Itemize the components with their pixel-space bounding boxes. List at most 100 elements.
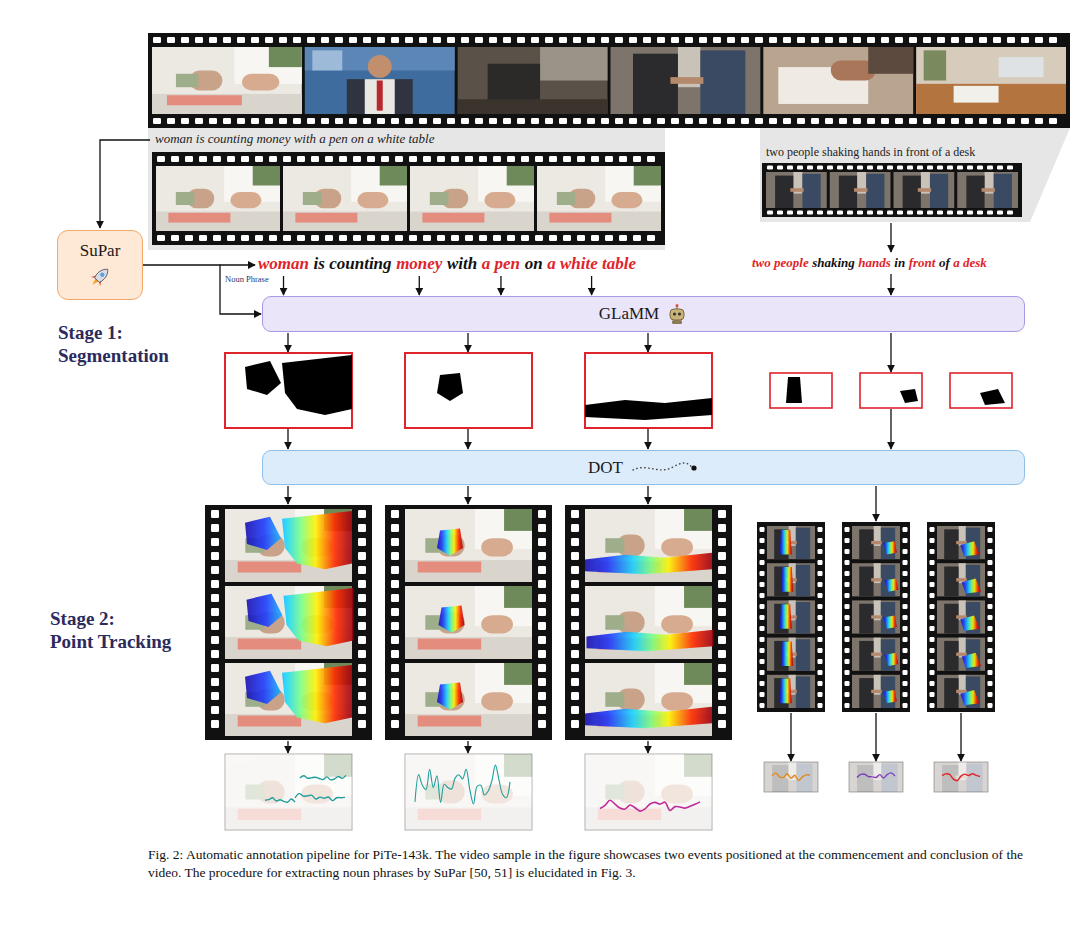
sprocket-hole	[957, 166, 963, 170]
sprocket-hole	[437, 235, 445, 241]
frame-content	[295, 213, 357, 223]
frame-content	[763, 47, 913, 114]
sprocket-hole	[845, 538, 850, 543]
frame-content	[670, 77, 703, 84]
sprocket-hole	[927, 166, 933, 170]
sprocket-hole	[211, 594, 219, 602]
sprocket-hole	[887, 166, 893, 170]
frame-content	[684, 663, 712, 685]
flow-arrow	[467, 429, 468, 449]
sprocket-hole	[538, 594, 546, 602]
sprocket-hole	[718, 692, 726, 700]
frame-content	[168, 213, 230, 223]
sprocket-hole	[845, 527, 850, 532]
tracked-points	[247, 588, 354, 646]
sprocket-hole	[391, 594, 399, 602]
sprocket-hole	[845, 615, 850, 620]
sprocket-hole	[845, 571, 850, 576]
sprocket-hole	[195, 118, 203, 124]
video-frame	[225, 754, 352, 830]
sprocket-hole	[930, 637, 935, 642]
sprocket-hole	[409, 156, 417, 162]
sprocket-hole	[718, 622, 726, 630]
sprocket-hole	[937, 37, 945, 43]
frame-content	[802, 174, 820, 208]
tracked-points	[585, 553, 712, 574]
frame-content	[242, 74, 279, 91]
sprocket-hole	[571, 678, 579, 686]
sprocket-hole	[237, 37, 245, 43]
flow-arrow	[890, 409, 891, 449]
video-frame	[957, 172, 1018, 208]
clip-band	[760, 128, 1070, 222]
sprocket-hole	[571, 538, 579, 546]
frame-content	[930, 174, 948, 208]
sprocket-hole	[211, 580, 219, 588]
sprocket-hole	[897, 166, 903, 170]
sprocket-hole	[818, 593, 823, 598]
frame-content	[283, 212, 407, 232]
sprocket-hole	[930, 527, 935, 532]
frame-content	[422, 213, 484, 223]
sprocket-hole	[827, 166, 833, 170]
video-frame	[405, 754, 532, 830]
sprocket-hole	[349, 37, 357, 43]
sprocket-hole	[339, 156, 347, 162]
sprocket-hole	[988, 538, 993, 543]
sprocket-hole	[845, 681, 850, 686]
trajectory-icon	[629, 461, 699, 475]
sprocket-hole	[881, 37, 889, 43]
sprocket-hole	[211, 510, 219, 518]
sprocket-hole	[760, 637, 765, 642]
sprocket-hole	[718, 580, 726, 588]
frame-content	[766, 172, 827, 208]
frame-content	[458, 99, 608, 114]
sprocket-hole	[987, 166, 993, 170]
trajectory-line	[942, 774, 980, 781]
sprocket-hole	[867, 37, 875, 43]
sprocket-hole	[587, 118, 595, 124]
sprocket-hole	[538, 622, 546, 630]
sprocket-hole	[760, 604, 765, 609]
frame-content	[405, 663, 532, 736]
frame-content	[504, 509, 532, 531]
frame-content	[796, 764, 812, 793]
sprocket-hole	[293, 118, 301, 124]
sprocket-hole	[839, 37, 847, 43]
sprocket-hole	[997, 166, 1003, 170]
frame-content	[405, 637, 532, 659]
sprocket-hole	[538, 692, 546, 700]
frame-content	[767, 563, 815, 596]
sprocket-hole	[930, 648, 935, 653]
video-frame	[405, 663, 532, 736]
sprocket-hole	[988, 670, 993, 675]
sprocket-hole	[741, 118, 749, 124]
sprocket-hole	[839, 118, 847, 124]
frame-content	[871, 615, 882, 618]
sprocket-hole	[395, 156, 403, 162]
flow-arrow	[467, 333, 468, 352]
sprocket-hole	[391, 706, 399, 714]
sprocket-hole	[903, 571, 908, 576]
flow-arrow	[647, 333, 648, 352]
sprocket-hole	[211, 538, 219, 546]
sprocket-hole	[391, 580, 399, 588]
frame-content	[507, 166, 534, 186]
sprocket-hole	[391, 538, 399, 546]
sprocket-hole	[903, 692, 908, 697]
sprocket-hole	[927, 211, 933, 215]
sprocket-hole	[930, 659, 935, 664]
trajectory-line	[300, 775, 346, 780]
sprocket-hole	[577, 235, 585, 241]
video-frame	[937, 600, 985, 633]
clip-caption: two people shaking hands in front of a d…	[766, 145, 975, 160]
frame-content	[918, 188, 931, 192]
sprocket-hole	[718, 650, 726, 658]
trajectory-thumbnail	[405, 754, 532, 830]
video-frame	[894, 172, 955, 208]
tracked-points	[779, 604, 791, 629]
video-frame	[764, 762, 818, 792]
sprocket-hole	[577, 156, 585, 162]
sprocket-hole	[358, 622, 366, 630]
sprocket-hole	[881, 118, 889, 124]
